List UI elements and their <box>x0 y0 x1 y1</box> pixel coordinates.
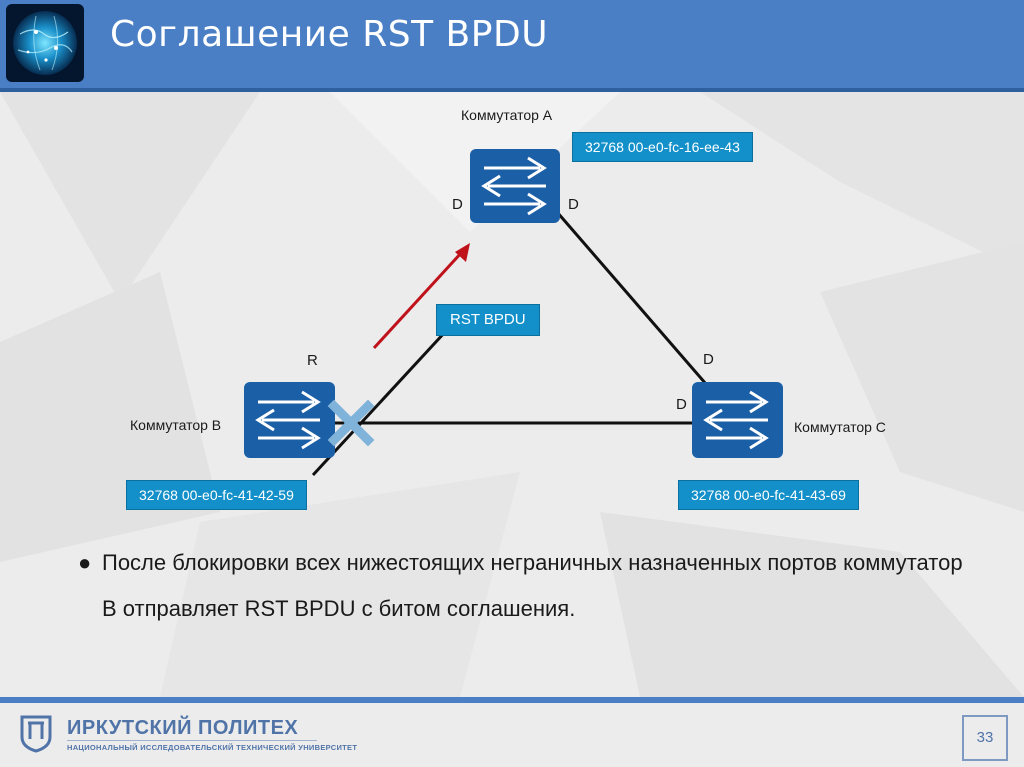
switch-c-icon <box>692 382 783 458</box>
switch-b-bridge-id: 32768 00-e0-fc-41-42-59 <box>126 480 307 510</box>
blocked-port-x-icon <box>327 399 375 447</box>
port-c-top-role: D <box>703 351 714 368</box>
switch-b-label: Коммутатор B <box>130 417 222 433</box>
port-b-top-role: R <box>307 352 318 369</box>
switch-c-label: Коммутатор C <box>794 419 886 435</box>
link-a-c <box>555 211 708 385</box>
footer-brand: ИРКУТСКИЙ ПОЛИТЕХ <box>67 717 299 739</box>
footer-subtitle: НАЦИОНАЛЬНЫЙ ИССЛЕДОВАТЕЛЬСКИЙ ТЕХНИЧЕСК… <box>67 743 358 752</box>
network-diagram <box>244 149 783 477</box>
bullet-dot-icon: ● <box>78 550 92 575</box>
rst-bpdu-label: RST BPDU <box>436 304 540 336</box>
bpdu-arrow-head <box>455 243 470 262</box>
university-logo-icon <box>20 715 52 753</box>
switch-a-icon <box>470 149 560 223</box>
port-a-right-role: D <box>568 196 579 213</box>
switch-a-label: Коммутатор A <box>461 107 553 123</box>
footer-divider <box>0 697 1024 703</box>
port-c-left-role: D <box>676 396 687 413</box>
header-divider <box>0 88 1024 92</box>
switch-b-icon <box>244 382 335 458</box>
page-number: 33 <box>962 715 1008 761</box>
bpdu-arrow <box>372 250 464 350</box>
slide-footer: ИРКУТСКИЙ ПОЛИТЕХ НАЦИОНАЛЬНЫЙ ИССЛЕДОВА… <box>0 703 1024 767</box>
slide-header: Соглашение RST BPDU <box>0 0 1024 88</box>
switch-a-bridge-id: 32768 00-e0-fc-16-ee-43 <box>572 132 753 162</box>
bullet-text: После блокировки всех нижестоящих негран… <box>102 550 963 621</box>
slide-content: Коммутатор A Коммутатор B Коммутатор C 3… <box>0 92 1024 697</box>
globe-logo-icon <box>6 4 84 82</box>
port-a-left-role: D <box>452 196 463 213</box>
switch-c-bridge-id: 32768 00-e0-fc-41-43-69 <box>678 480 859 510</box>
slide-title: Соглашение RST BPDU <box>110 14 549 55</box>
footer-rule <box>67 740 317 741</box>
